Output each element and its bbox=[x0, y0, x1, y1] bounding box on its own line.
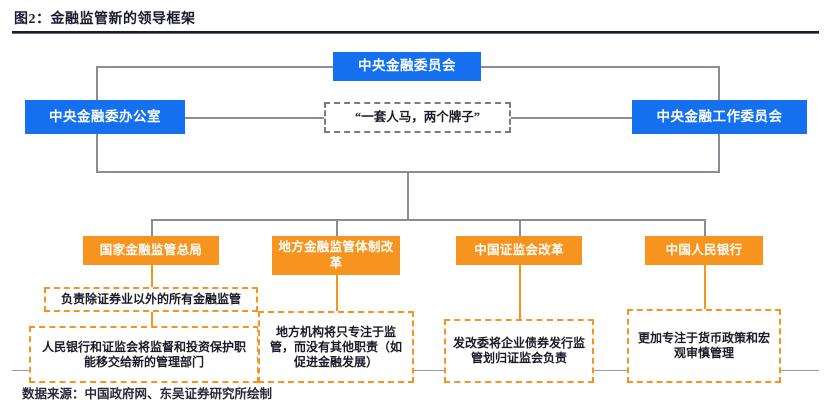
node-nafr[interactable]: 国家金融监管总局 bbox=[83, 236, 219, 265]
edge-pboc-to-note bbox=[704, 264, 706, 310]
edge-tier3-bus bbox=[151, 219, 704, 221]
node-central-financial-commission-office[interactable]: 中央金融委办公室 bbox=[25, 100, 185, 134]
node-local-financial-reform[interactable]: 地方金融监管体制改革 bbox=[272, 236, 400, 275]
note-nafr-transfer[interactable]: 人民银行和证监会将监督和投资保护职能移交给新的管理部门 bbox=[29, 326, 259, 383]
node-label: 中央金融工作委员会 bbox=[656, 108, 783, 124]
figure-title: 图2：金融监管新的领导框架 bbox=[14, 12, 196, 27]
edge-tier3-drop-pboc bbox=[704, 219, 706, 237]
node-label: 中央金融委办公室 bbox=[49, 108, 161, 124]
footer-divider bbox=[12, 370, 819, 371]
node-label: 中国人民银行 bbox=[665, 242, 743, 257]
edge-commission-bracket-top-left bbox=[96, 66, 333, 68]
edge-commission-bracket-top-right bbox=[480, 66, 719, 68]
node-label: 地方金融监管体制改革 bbox=[278, 239, 394, 270]
edge-note1-to-note2 bbox=[151, 311, 153, 327]
node-label: 中央金融委员会 bbox=[358, 58, 456, 74]
edge-slogan-to-work-commission bbox=[510, 117, 632, 119]
org-chart-diagram: 中央金融委员会 中央金融委办公室 “一套人马，两个牌子” 中央金融工作委员会 国… bbox=[0, 36, 831, 383]
note-label: 地方机构将只专注于监管，而没有其他职责（如促进金融发展） bbox=[269, 324, 402, 369]
node-label: “一套人马，两个牌子” bbox=[354, 109, 480, 124]
edge-local-to-note bbox=[336, 274, 338, 312]
node-label: 中国证监会改革 bbox=[474, 242, 564, 257]
note-pboc-policy[interactable]: 更加专注于货币政策和宏观审慎管理 bbox=[627, 309, 781, 383]
edge-tier3-drop-csrc bbox=[519, 219, 521, 237]
node-central-financial-work-commission[interactable]: 中央金融工作委员会 bbox=[632, 100, 807, 134]
edge-bracket-to-tier3-drop bbox=[407, 171, 409, 220]
node-pboc[interactable]: 中国人民银行 bbox=[645, 236, 763, 265]
note-label: 更加专注于货币政策和宏观审慎管理 bbox=[637, 331, 770, 360]
edge-office-to-slogan bbox=[184, 117, 324, 119]
note-label: 发改委将企业债券发行监管划归证监会负责 bbox=[452, 336, 585, 365]
figure-source: 数据来源：中国政府网、东吴证券研究所绘制 bbox=[22, 387, 273, 401]
edge-csrc-to-note bbox=[519, 264, 521, 320]
node-label: 国家金融监管总局 bbox=[99, 242, 203, 257]
note-label: 负责除证券业以外的所有金融监管 bbox=[60, 292, 241, 306]
edge-nafr-to-note1 bbox=[151, 264, 153, 288]
node-one-team-two-signs[interactable]: “一套人马，两个牌子” bbox=[324, 102, 511, 133]
note-csrc-bonds[interactable]: 发改委将企业债券发行监管划归证监会负责 bbox=[444, 319, 594, 383]
node-central-financial-commission[interactable]: 中央金融委员会 bbox=[333, 52, 481, 81]
note-label: 人民银行和证监会将监督和投资保护职能移交给新的管理部门 bbox=[41, 339, 246, 369]
edge-tier3-drop-local bbox=[336, 219, 338, 237]
note-nafr-scope[interactable]: 负责除证券业以外的所有金融监管 bbox=[44, 287, 258, 312]
note-local-focus[interactable]: 地方机构将只专注于监管，而没有其他职责（如促进金融发展） bbox=[258, 311, 414, 383]
header-divider bbox=[12, 31, 819, 34]
node-csrc-reform[interactable]: 中国证监会改革 bbox=[456, 236, 582, 265]
edge-tier3-drop-nafr bbox=[151, 219, 153, 237]
